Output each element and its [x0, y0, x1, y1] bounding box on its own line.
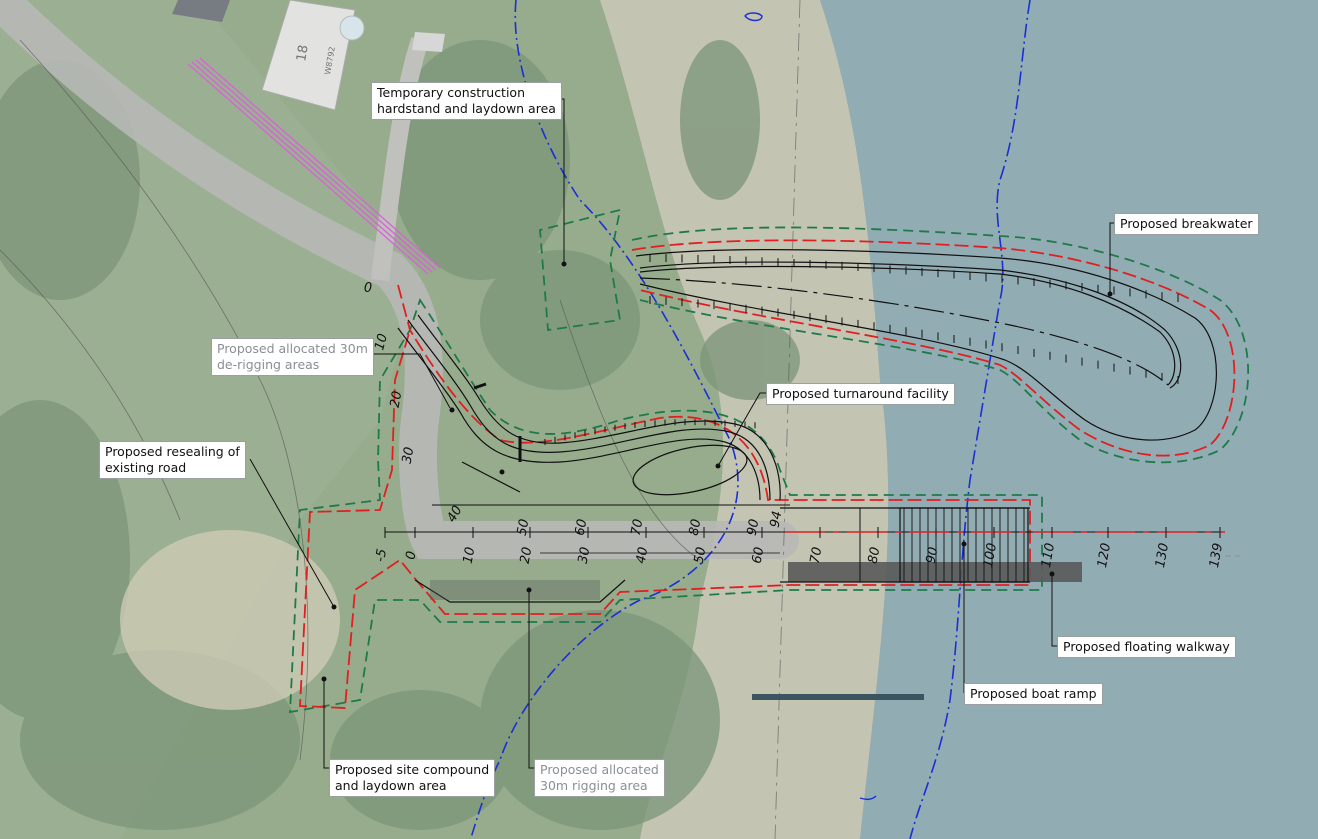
road-chainage-label: 10 — [372, 332, 391, 352]
leader-dots — [321, 261, 1113, 682]
access-road-alignment — [397, 314, 781, 501]
ramp-chainage-label: 20 — [518, 546, 536, 565]
house — [172, 0, 445, 111]
road-chainage-label: 70 — [629, 518, 647, 537]
overhead-power-lines — [187, 57, 441, 275]
label-turnaround: Proposed turnaround facility — [766, 383, 955, 405]
side-road — [371, 37, 429, 282]
label-rigging: Proposed allocated 30m rigging area — [534, 759, 665, 797]
ramp-chainage-label: 0 — [403, 550, 419, 561]
lat-line — [909, 0, 1031, 839]
road-chainage-label: 90 — [745, 518, 763, 537]
road-chainage-label: 20 — [388, 390, 406, 409]
breakwater-ticks — [649, 254, 1179, 384]
boat-ramp-structure — [780, 507, 1082, 583]
rigging-area-outline — [414, 579, 626, 603]
existing-road — [0, 0, 799, 559]
water-body — [820, 0, 1318, 839]
road-chainage-label: 60 — [573, 518, 591, 537]
ramp-chainage-label: 50 — [692, 546, 710, 565]
red-boundary — [299, 239, 1236, 709]
ramp-chainage-label: 139 — [1207, 542, 1226, 569]
label-boat-ramp: Proposed boat ramp — [964, 683, 1103, 705]
cleared-area — [120, 530, 340, 710]
label-derigging: Proposed allocated 30m de-rigging areas — [211, 338, 374, 376]
label-hardstand: Temporary construction hardstand and lay… — [371, 82, 562, 120]
existing-jetty — [752, 694, 924, 700]
ramp-chainage-label: 130 — [1153, 542, 1172, 569]
ramp-chainage-labels: -5 0 10 20 30 40 50 60 70 80 90 100 110 120 130 139 — [373, 527, 1226, 569]
label-resealing: Proposed resealing of existing road — [99, 441, 246, 479]
road-chainage-label: 94 — [768, 510, 786, 529]
ramp-chainage-label: 90 — [924, 546, 942, 565]
road-chainage-label: 30 — [400, 446, 418, 465]
ramp-chainage-label: 120 — [1095, 542, 1114, 569]
ramp-chainage-label: 70 — [808, 546, 826, 565]
label-floating-walkway: Proposed floating walkway — [1057, 636, 1236, 658]
ramp-chainage-label: 40 — [634, 546, 652, 565]
ramp-chainage-label: -5 — [373, 548, 390, 563]
ramp-chainage-label: 10 — [461, 546, 479, 565]
road-ticks — [544, 419, 756, 445]
label-site-compound: Proposed site compound and laydown area — [329, 759, 496, 797]
ramp-chainage-label: 80 — [866, 546, 884, 565]
green-boundary — [289, 208, 1250, 714]
breakwater-structure — [635, 249, 1217, 441]
ramp-chainage-label: 30 — [576, 546, 594, 565]
ramp-chainage-label: 100 — [981, 542, 1000, 569]
ramp-chainage-label: 110 — [1039, 542, 1058, 569]
road-chainage-label: 50 — [515, 518, 533, 537]
house-number: 18 — [294, 44, 312, 63]
road-markers — [473, 382, 522, 462]
road-chainage-label: 0 — [364, 281, 372, 296]
road-chainage-labels: 0 10 20 30 40 50 60 70 80 90 94 — [364, 281, 786, 537]
rigging-area — [430, 580, 600, 600]
road-chainage-label: 80 — [687, 518, 705, 537]
floating-walkway — [788, 562, 1082, 582]
road-chainage-label: 40 — [444, 503, 465, 525]
ramp-chainage-label: 60 — [750, 546, 768, 565]
hat-line — [469, 0, 739, 839]
label-breakwater: Proposed breakwater — [1114, 213, 1259, 235]
